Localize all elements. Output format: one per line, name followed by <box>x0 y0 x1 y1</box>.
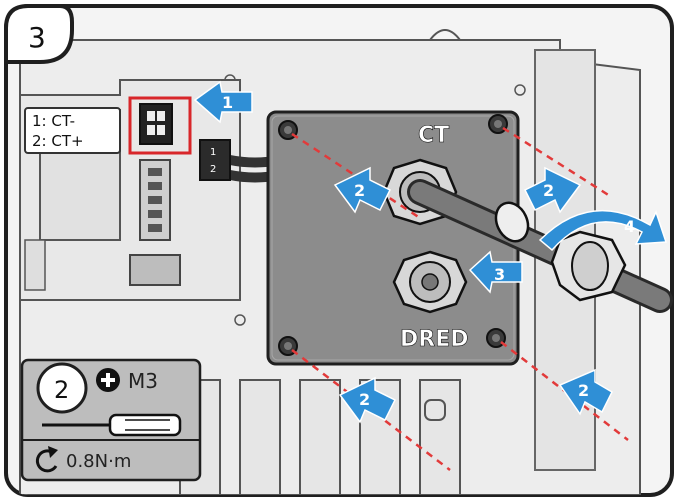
tool-box: 2 M3 0.8N·m <box>20 358 202 482</box>
seal-ring <box>494 201 530 243</box>
step-badge: 3 <box>4 4 74 64</box>
screw-qty: 2 <box>54 376 69 404</box>
cover-screw <box>486 328 506 348</box>
screw-size: M3 <box>128 369 158 393</box>
callout-2: 2 <box>359 390 370 409</box>
arrow-2-lower-right <box>558 368 613 416</box>
arrow-4-rotate <box>538 209 668 252</box>
screwdriver-icon <box>42 413 182 437</box>
arrow-1 <box>193 80 253 124</box>
torque-value: 0.8N·m <box>66 451 131 472</box>
plug-pin-2: 2 <box>210 164 216 175</box>
cover-plate: CT DRED <box>266 110 520 366</box>
ct-port-label: CT <box>418 123 449 148</box>
arrow-2-lower-left <box>338 376 397 424</box>
callout-2: 2 <box>578 381 589 400</box>
phillips-head-icon <box>96 368 120 392</box>
cover-screw <box>488 114 508 134</box>
plug-pin-1: 1 <box>210 147 216 158</box>
arrow-3 <box>468 250 523 294</box>
pin-label-box: 1: CT- 2: CT+ <box>24 107 121 154</box>
callout-2: 2 <box>543 181 554 200</box>
callout-4: 4 <box>624 217 635 236</box>
callout-2: 2 <box>354 181 365 200</box>
direction-arrows <box>193 80 668 424</box>
qty-badge <box>36 362 88 414</box>
arrow-2-left <box>333 166 392 214</box>
dred-port-label: DRED <box>400 327 469 352</box>
connector-highlight <box>128 96 192 155</box>
arrow-2-right <box>523 166 582 214</box>
dred-cable-gland <box>392 250 468 314</box>
callout-3: 3 <box>494 265 505 284</box>
pin-label-ct-plus: 2: CT+ <box>32 132 84 150</box>
step-number: 3 <box>28 21 46 54</box>
torque-rotation-icon <box>35 446 58 473</box>
ct-cable <box>407 179 673 313</box>
callout-1: 1 <box>222 93 233 112</box>
arrow-numbers: 1 2 2 3 4 2 2 <box>222 93 635 409</box>
ct-connector <box>128 96 192 155</box>
pin-label-ct-minus: 1: CT- <box>32 112 75 130</box>
